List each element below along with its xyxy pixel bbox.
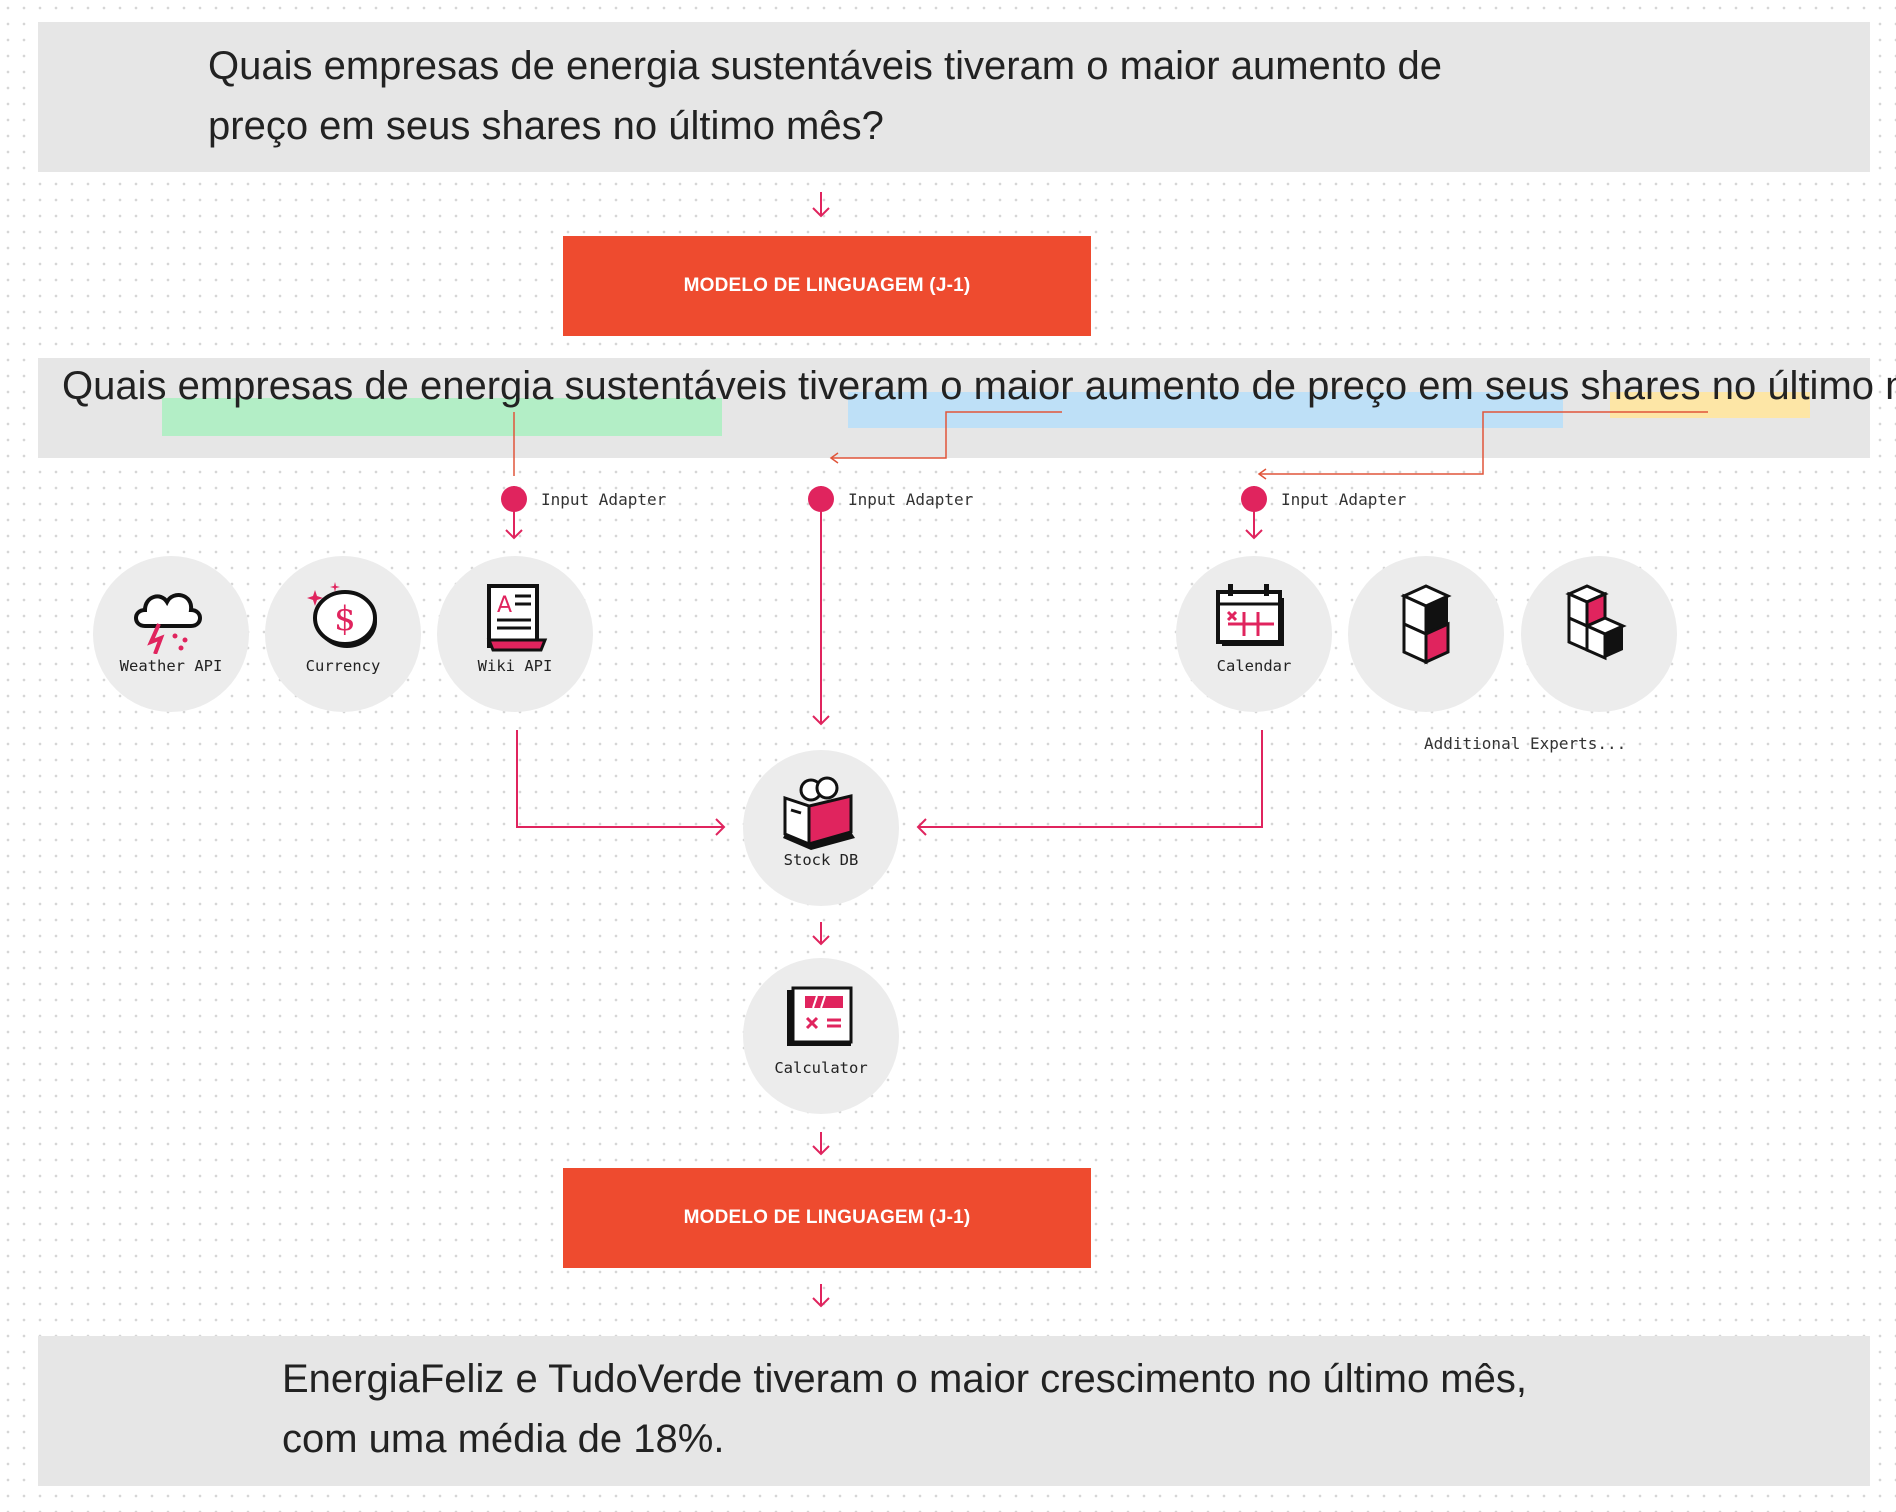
expert-label: Currency [305, 657, 381, 675]
input-adapter-label-3: Input Adapter [1281, 490, 1407, 509]
database-box-icon [783, 776, 855, 850]
arrow-calendar-to-stockdb [918, 730, 1263, 828]
expert-wiki-api: A Wiki API [437, 556, 593, 712]
highlight-price-increase [848, 392, 1563, 428]
expert-additional-2 [1521, 556, 1677, 712]
parsed-query-text: Quais empresas de energia sustentáveis t… [62, 364, 1896, 408]
arrow-wiki-to-stockdb [516, 730, 724, 828]
question-band: Quais empresas de energia sustentáveis t… [38, 22, 1870, 172]
adapter-dot-1 [501, 486, 527, 512]
expert-label: Weather API [119, 657, 223, 675]
language-model-top: MODELO DE LINGUAGEM (J-1) [563, 236, 1091, 336]
input-adapter-label-1: Input Adapter [541, 490, 667, 509]
cube-cluster-icon [1565, 584, 1627, 661]
language-model-bottom: MODELO DE LINGUAGEM (J-1) [563, 1168, 1091, 1268]
link-yellow-to-adapter-3 [1260, 411, 1708, 475]
expert-additional-1 [1348, 556, 1504, 712]
calculator-node: Calculator [743, 958, 899, 1114]
answer-band: EnergiaFeliz e TudoVerde tiveram o maior… [38, 1336, 1870, 1486]
svg-text:A: A [497, 593, 512, 618]
highlight-energy-companies [162, 398, 722, 436]
pink-flow [505, 192, 1263, 1308]
wiki-document-icon: A [486, 584, 548, 652]
answer-line-1: EnergiaFeliz e TudoVerde tiveram o maior… [282, 1357, 1527, 1401]
question-line-1: Quais empresas de energia sustentáveis t… [208, 44, 1442, 88]
stock-db-label: Stock DB [783, 851, 859, 869]
link-blue-arrowhead [829, 452, 839, 464]
expert-currency: $ Currency [265, 556, 421, 712]
calculator-icon [787, 986, 853, 1046]
weather-cloud-icon [134, 593, 202, 654]
expert-label: Wiki API [477, 657, 553, 675]
currency-coin-icon: $ [307, 582, 377, 648]
answer-line-2: com uma média de 18%. [282, 1417, 725, 1461]
expert-label: Calendar [1216, 657, 1292, 675]
additional-experts-label: Additional Experts... [1424, 734, 1627, 753]
svg-text:$: $ [334, 599, 356, 639]
link-blue-to-adapter-2 [832, 411, 1062, 459]
stacked-cubes-icon [1400, 584, 1452, 665]
expert-weather-api: Weather API [93, 556, 249, 712]
highlight-links [513, 411, 1708, 480]
input-adapter-label-2: Input Adapter [848, 490, 974, 509]
calculator-label: Calculator [774, 1059, 868, 1077]
question-line-2: preço em seus shares no último mês? [208, 104, 884, 148]
stock-db-node: Stock DB [743, 750, 899, 906]
link-yellow-arrowhead [1257, 468, 1267, 480]
adapter-dot-3 [1241, 486, 1267, 512]
calendar-icon [1216, 584, 1284, 646]
highlight-last-month [1610, 392, 1810, 418]
adapter-dot-2 [808, 486, 834, 512]
expert-calendar: Calendar [1176, 556, 1332, 712]
